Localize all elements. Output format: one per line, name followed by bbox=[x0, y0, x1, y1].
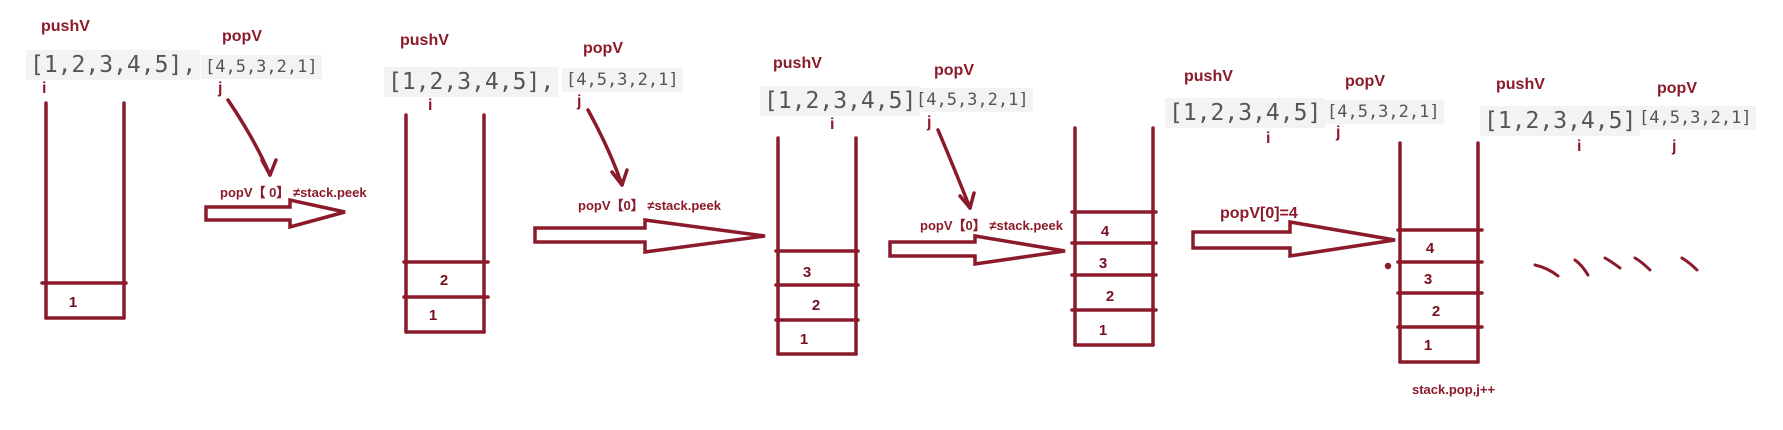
popV-label: popV bbox=[1345, 73, 1385, 90]
arrow-label: popV[0]=4 bbox=[1220, 205, 1298, 222]
j-pointer: j bbox=[218, 80, 223, 97]
stack-5 bbox=[1396, 141, 1484, 364]
arrow-label: popV【0】 ≠stack.peek bbox=[920, 218, 1063, 233]
transition-arrow-3 bbox=[888, 233, 1066, 267]
j-pointer: j bbox=[1336, 124, 1341, 141]
stack-1 bbox=[40, 101, 128, 320]
stack-4 bbox=[1070, 126, 1158, 347]
stack-3 bbox=[774, 136, 860, 356]
stack-cell: 2 bbox=[1431, 303, 1441, 320]
pointer-arrow-3 bbox=[936, 128, 972, 210]
stack-cell: 1 bbox=[1098, 322, 1108, 339]
transition-arrow-1 bbox=[204, 197, 346, 230]
popV-label: popV bbox=[1657, 80, 1697, 97]
arrow-label: popV【0】 ≠stack.peek bbox=[578, 198, 721, 213]
popV-label: popV bbox=[934, 62, 974, 79]
arrow-label: popV【 0】 ≠stack.peek bbox=[220, 185, 367, 200]
pointer-arrow-2 bbox=[586, 108, 624, 187]
j-pointer: j bbox=[577, 93, 582, 110]
stack-cell: 3 bbox=[802, 264, 812, 281]
stack-cell: 2 bbox=[811, 297, 821, 314]
stack-cell: 2 bbox=[439, 272, 449, 289]
i-pointer: i bbox=[1577, 138, 1582, 155]
push-array: [1,2,3,4,5] bbox=[760, 86, 921, 116]
pushV-label: pushV bbox=[1184, 68, 1233, 85]
i-pointer: i bbox=[42, 80, 47, 97]
stack-cell: 4 bbox=[1425, 240, 1435, 257]
push-array: [1,2,3,4,5] bbox=[1480, 106, 1641, 136]
pop-array: [4,5,3,2,1] bbox=[562, 68, 683, 92]
transition-arrow-2 bbox=[533, 218, 766, 254]
push-array: [1,2,3,4,5] bbox=[1165, 98, 1326, 128]
stack-cell: 1 bbox=[1423, 337, 1433, 354]
push-array: [1,2,3,4,5], bbox=[26, 50, 201, 80]
i-pointer: i bbox=[830, 116, 835, 133]
push-array: [1,2,3,4,5], bbox=[384, 67, 559, 97]
pushV-label: pushV bbox=[41, 18, 90, 35]
stack-cell: 1 bbox=[428, 307, 438, 324]
pop-array: [4,5,3,2,1] bbox=[1323, 100, 1444, 124]
stack-cell: 1 bbox=[799, 331, 809, 348]
pushV-label: pushV bbox=[400, 32, 449, 49]
pop-array: [4,5,3,2,1] bbox=[1635, 106, 1756, 130]
continuation-marks bbox=[1533, 256, 1699, 278]
pop-array: [4,5,3,2,1] bbox=[912, 88, 1033, 112]
stack-cell: 1 bbox=[68, 294, 78, 311]
pop-array: [4,5,3,2,1] bbox=[201, 55, 322, 79]
transition-arrow-4 bbox=[1191, 219, 1396, 259]
stack-cell: 4 bbox=[1100, 223, 1110, 240]
j-pointer: j bbox=[927, 114, 932, 131]
popV-label: popV bbox=[222, 28, 262, 45]
popV-label: popV bbox=[583, 40, 623, 57]
i-pointer: i bbox=[1266, 130, 1271, 147]
stack-cell: 3 bbox=[1098, 255, 1108, 272]
stack-2 bbox=[402, 113, 490, 334]
stack-cell: 2 bbox=[1105, 288, 1115, 305]
i-pointer: i bbox=[428, 97, 433, 114]
j-pointer: j bbox=[1672, 138, 1677, 155]
pushV-label: pushV bbox=[1496, 76, 1545, 93]
operation-label: stack.pop,j++ bbox=[1412, 382, 1496, 397]
pushV-label: pushV bbox=[773, 55, 822, 72]
stack-cell: 3 bbox=[1423, 271, 1433, 288]
